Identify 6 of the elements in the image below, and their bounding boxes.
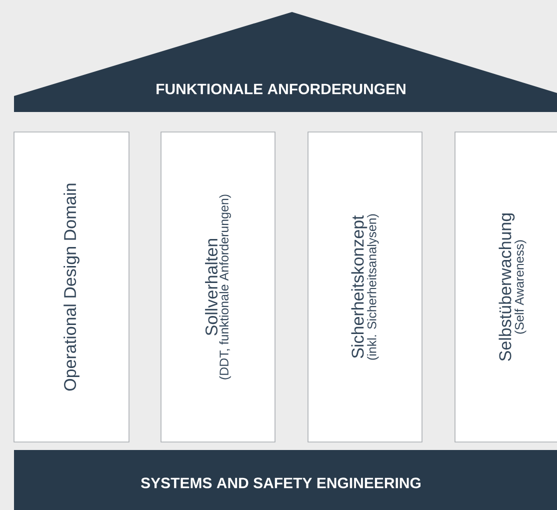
pillar-box: Operational Design Domain bbox=[14, 132, 130, 442]
pillar-box: Sicherheitskonzept (inkl. Sicherheitsanalysen) bbox=[308, 132, 422, 442]
roof-banner: FUNKTIONALE ANFORDERUNGEN bbox=[14, 12, 557, 112]
pillar-box: Selbstüberwachung (Self Awareness) bbox=[454, 132, 557, 442]
foundation-bar: SYSTEMS AND SAFETY ENGINEERING bbox=[14, 450, 557, 510]
pillar-box: Sollverhalten (DDT, funktionale Anforderungen) bbox=[160, 132, 276, 442]
